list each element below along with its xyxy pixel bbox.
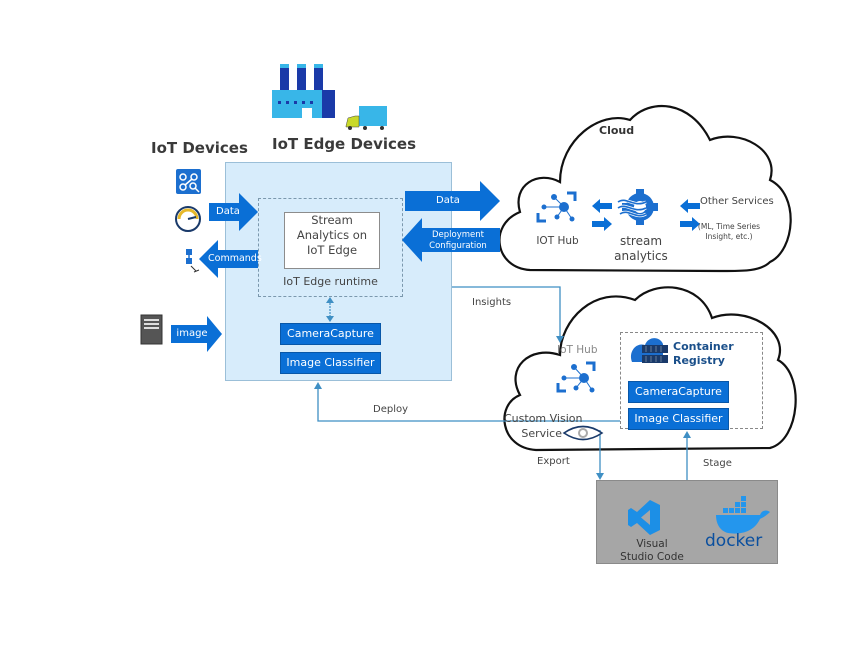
server-icon: [140, 314, 163, 345]
arrow-cloud-data: [405, 181, 500, 221]
device-data-label: Data: [216, 206, 240, 217]
other-services-detail-2: Insight, etc.): [705, 232, 753, 241]
insights-connector: [403, 286, 561, 340]
edge-module-image-classifier[interactable]: Image Classifier: [280, 352, 381, 374]
arrow-sa-to-hub: [592, 199, 612, 213]
other-services-detail: (ML, Time Series Insight, etc.): [696, 222, 762, 242]
iot-hub-top-label: IOT Hub: [536, 235, 579, 247]
image-label: image: [176, 328, 208, 339]
sa-edge-line-1: Stream: [311, 213, 353, 227]
gauge-icon: [175, 206, 201, 232]
stream-analytics-cloud-label: stream analytics: [613, 234, 669, 264]
heading-iot-edge-devices: IoT Edge Devices: [272, 135, 416, 153]
deployment-line-2: Configuration: [429, 241, 487, 251]
heading-iot-devices: IoT Devices: [151, 139, 248, 157]
cloud-title: Cloud: [599, 124, 635, 137]
deploy-label: Deploy: [373, 404, 409, 415]
arrow-other-to-sa: [680, 199, 700, 213]
export-arrowhead: [596, 473, 604, 480]
iot-hub-bottom-label: IoT Hub: [557, 344, 598, 356]
deployment-config-label: Deployment Configuration: [418, 230, 498, 252]
docker-icon: [716, 496, 770, 534]
container-registry-label: Container Registry: [673, 340, 734, 368]
arrow-commands: [199, 240, 258, 278]
stage-arrowhead: [683, 431, 691, 438]
vscode-line-2: Studio Code: [620, 551, 684, 563]
other-services-detail-1: (ML, Time Series: [697, 222, 761, 231]
stream-analytics-edge-module[interactable]: Stream Analytics on IoT Edge: [284, 212, 380, 269]
iot-hub-bottom-icon: [556, 361, 596, 393]
insights-label: Insights: [472, 297, 512, 308]
edge-module-cameracapture[interactable]: CameraCapture: [280, 323, 381, 345]
arrow-image: [171, 316, 222, 352]
custom-vision-label: Custom Vision Service: [504, 411, 583, 441]
stream-analytics-gear-icon: [617, 189, 658, 225]
commands-label: Commands: [208, 253, 262, 264]
iot-hub-icon: [536, 191, 577, 223]
registry-line-2: Registry: [673, 354, 725, 367]
deployment-line-1: Deployment: [432, 230, 484, 240]
registry-line-1: Container: [673, 340, 734, 353]
arrow-deployment-config: [402, 218, 500, 262]
sa-edge-line-3: IoT Edge: [306, 243, 358, 257]
container-registry-icon: [630, 338, 668, 363]
custom-vision-line-1: Custom Vision: [504, 412, 583, 425]
vscode-icon: [628, 500, 660, 535]
custom-vision-line-2: Service: [521, 427, 562, 440]
export-label: Export: [537, 456, 570, 467]
deploy-arrowhead: [314, 382, 322, 389]
vscode-label: Visual Studio Code: [614, 538, 690, 564]
cloud-data-label: Data: [436, 195, 460, 206]
iot-edge-runtime-label: IoT Edge runtime: [283, 275, 378, 288]
sa-cloud-line-2: analytics: [614, 249, 668, 263]
arrow-device-data: [209, 193, 258, 231]
vscode-line-1: Visual: [636, 538, 668, 550]
registry-module-image-classifier[interactable]: Image Classifier: [628, 408, 729, 430]
custom-vision-eye-icon: [562, 425, 604, 441]
docker-label: docker: [705, 531, 763, 551]
cloud-top-outline: [498, 105, 792, 273]
actuator-icon: [186, 249, 200, 273]
arrow-hub-to-sa: [592, 217, 612, 231]
stage-label: Stage: [703, 458, 732, 469]
registry-module-cameracapture[interactable]: CameraCapture: [628, 381, 729, 403]
sa-edge-line-2: Analytics on: [296, 228, 368, 242]
other-services-label: Other Services: [700, 196, 774, 207]
sa-cloud-line-1: stream: [619, 234, 663, 248]
deploy-connector: [317, 386, 620, 422]
iot-edge-runtime-box: [258, 198, 403, 297]
sensor-network-icon: [176, 169, 201, 194]
arrow-sa-to-other: [680, 217, 700, 231]
insights-arrowhead: [556, 336, 564, 343]
